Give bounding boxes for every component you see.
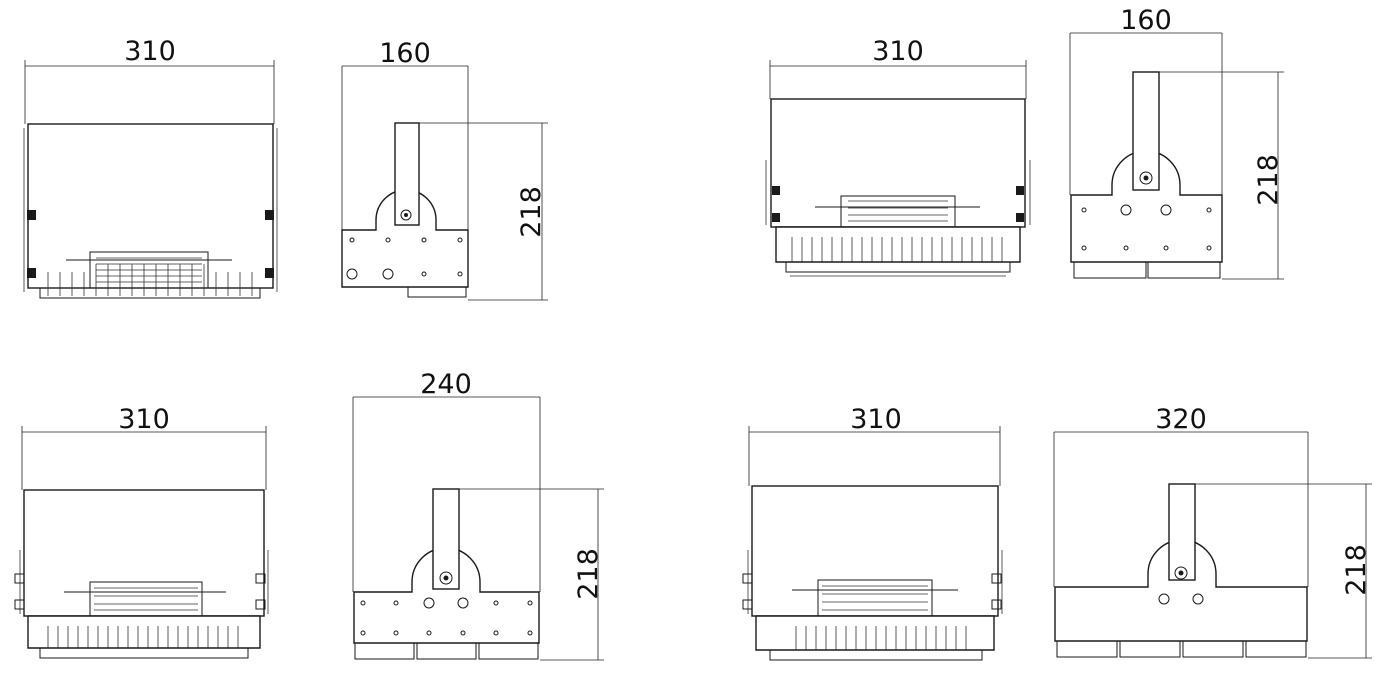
lens-module	[1119, 640, 1181, 658]
pivot-bolt-center	[443, 575, 449, 581]
bracket-clip	[265, 268, 274, 278]
lens-bar	[39, 647, 249, 659]
bracket-clip	[265, 210, 274, 220]
heat-sink-fins	[47, 257, 253, 296]
bracket-clip	[27, 268, 36, 278]
heat-sink	[755, 615, 995, 651]
pivot-bolt	[400, 209, 412, 221]
screw-hole	[1158, 593, 1170, 605]
width-label: 320	[1155, 404, 1207, 435]
bracket-clip	[27, 210, 36, 220]
bracket-clip	[742, 573, 753, 584]
front-view-5: 310	[14, 404, 269, 659]
pivot-bolt-center	[1178, 570, 1184, 576]
width-label: 160	[1120, 5, 1172, 36]
bracket-clip	[991, 599, 1002, 610]
housing	[23, 489, 265, 617]
screw-holes	[1081, 204, 1212, 251]
heat-sink-fins	[791, 200, 1003, 262]
housing	[751, 485, 999, 617]
front-view-7: 310	[742, 404, 1003, 661]
mounting-bracket	[394, 122, 420, 226]
lens-bar	[769, 649, 983, 661]
width-label: 310	[118, 404, 170, 435]
bracket-clip	[991, 573, 1002, 584]
side-view-8: 320 218	[1053, 404, 1372, 659]
screw-holes	[346, 237, 463, 280]
bracket-clip	[14, 573, 25, 584]
heat-sink	[27, 615, 261, 649]
width-label: 160	[379, 38, 431, 69]
lens-module	[1056, 640, 1118, 658]
side-view-4: 160 218	[1069, 5, 1284, 280]
mounting-bracket	[1168, 483, 1196, 581]
bracket-clip	[255, 599, 266, 610]
lens-module	[1073, 261, 1147, 279]
screw-hole	[1192, 593, 1204, 605]
bracket-clip	[772, 186, 780, 195]
lens-module	[1147, 261, 1221, 279]
pivot-bolt	[1139, 171, 1153, 185]
mounting-bracket	[1132, 71, 1160, 191]
pivot-bolt	[1174, 566, 1188, 580]
bracket-clip	[742, 599, 753, 610]
housing	[27, 123, 274, 289]
side-view-6: 240 218	[352, 369, 604, 661]
front-view-3: 310	[765, 36, 1031, 277]
lens-module	[478, 642, 539, 660]
heat-sink-fins	[795, 585, 967, 650]
lens-module	[354, 642, 415, 660]
lens-bar	[785, 261, 1011, 273]
height-label: 218	[1341, 544, 1372, 596]
bracket-clip	[255, 573, 266, 584]
height-label: 218	[516, 186, 547, 238]
width-label: 310	[872, 36, 924, 67]
bracket-clip	[14, 599, 25, 610]
mounting-bracket	[432, 488, 460, 590]
lens-module	[416, 642, 477, 660]
pivot-bolt-center	[1143, 175, 1149, 181]
front-view-1: 310	[23, 36, 278, 299]
lens-bar	[39, 287, 261, 299]
bracket-clip	[772, 213, 780, 222]
lens-module	[1245, 640, 1307, 658]
pivot-bolt-center	[404, 213, 408, 217]
bracket-clip	[1016, 213, 1024, 222]
width-label: 310	[850, 404, 902, 435]
bracket-clip	[1016, 186, 1024, 195]
lens-module	[407, 286, 467, 298]
width-label: 310	[124, 36, 176, 67]
heat-sink	[775, 226, 1021, 263]
screw-holes	[360, 597, 533, 636]
height-label: 218	[573, 548, 604, 600]
housing	[770, 98, 1026, 228]
height-label: 218	[1253, 154, 1284, 206]
width-label: 240	[420, 369, 472, 400]
side-view-2: 160 218	[341, 38, 548, 301]
pivot-bolt	[439, 571, 453, 585]
lens-module	[1182, 640, 1244, 658]
heat-sink-fins	[47, 587, 239, 648]
